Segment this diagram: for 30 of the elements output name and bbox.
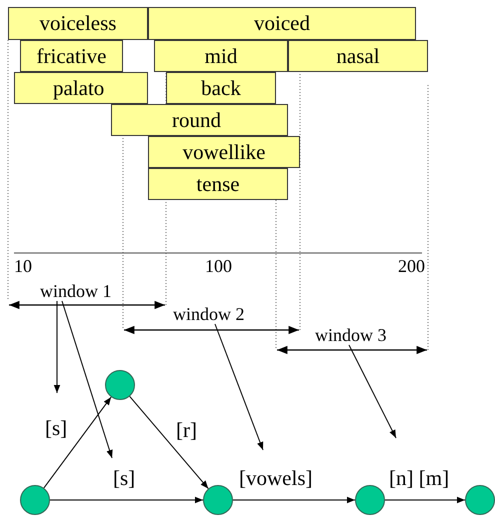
arrow [232,496,356,504]
arrow [384,496,466,504]
window-label: window 3 [315,325,395,345]
arrow [50,496,204,504]
state-circle [355,485,385,515]
feature-bar: voiceless [8,7,148,40]
tick-label: 200 [398,256,425,276]
arrow [43,396,112,488]
feature-bar: nasal [288,40,428,72]
arrow [348,344,396,438]
state-circle [465,485,495,515]
feature-bar: palato [14,72,148,104]
arrow [129,396,209,490]
tick-label: 100 [205,256,232,276]
tick-label: 10 [14,256,32,276]
feature-bar: voiced [148,7,416,40]
feature-bar: tense [148,168,288,200]
state-circle [20,485,50,515]
feature-bar: back [166,72,276,104]
feature-bar: mid [154,40,288,72]
arrow [62,300,113,458]
feature-bar: round [111,104,288,136]
window-label: window 2 [173,304,253,324]
feature-bar: fricative [20,40,123,72]
arrow [54,300,60,394]
state-circle [203,485,233,515]
feature-bar: vowellike [148,136,300,168]
window-label: window 1 [40,281,120,301]
arrow [214,324,264,450]
state-circle [105,370,135,400]
